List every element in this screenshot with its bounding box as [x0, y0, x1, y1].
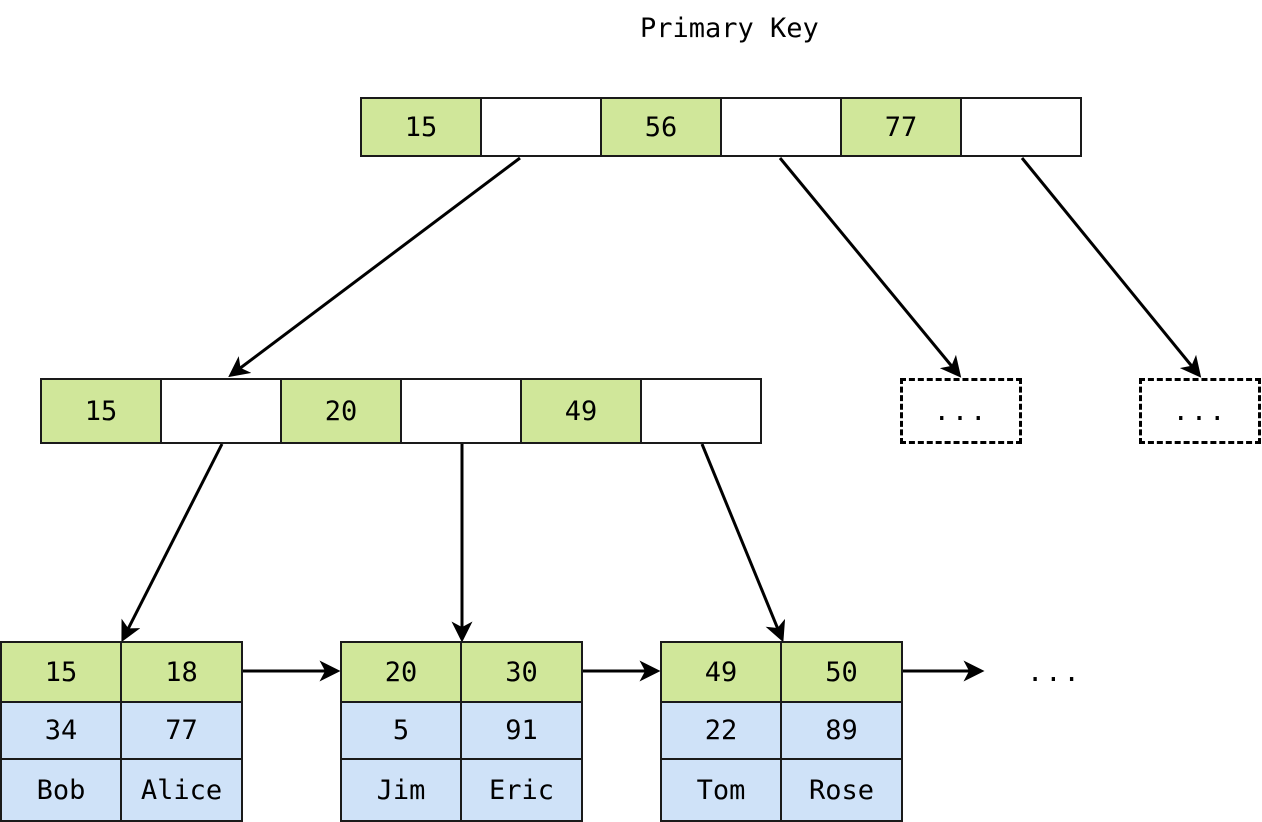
- leaf-1-value-1[interactable]: 77: [122, 703, 241, 758]
- internal-pointer-cell-0[interactable]: [162, 380, 282, 442]
- leaf-2-value-0[interactable]: 5: [342, 703, 462, 758]
- leaf-2-name-0[interactable]: Jim: [342, 760, 462, 820]
- root-internal-node: 15 56 77: [360, 97, 1082, 157]
- edge-internal-to-leaf-1: [121, 443, 224, 643]
- leaf-1-name-1[interactable]: Alice: [122, 760, 241, 820]
- collapsed-subtree-2[interactable]: ...: [1139, 378, 1261, 444]
- internal-key-cell-0[interactable]: 15: [42, 380, 162, 442]
- leaf-2-key-1[interactable]: 30: [462, 643, 581, 701]
- edge-root-to-collapsed-1: [778, 157, 962, 378]
- leaf-node-3: 49 50 22 89 Tom Rose: [660, 641, 903, 822]
- leaf-3-name-1[interactable]: Rose: [782, 760, 901, 820]
- leaf-1-name-row: Bob Alice: [2, 760, 241, 820]
- leaf-2-key-0[interactable]: 20: [342, 643, 462, 701]
- leaf-3-value-1[interactable]: 89: [782, 703, 901, 758]
- root-pointer-cell-0[interactable]: [482, 99, 602, 155]
- leaf-2-value-1[interactable]: 91: [462, 703, 581, 758]
- leaf-3-value-0[interactable]: 22: [662, 703, 782, 758]
- root-key-cell-0[interactable]: 15: [362, 99, 482, 155]
- leaf-3-name-0[interactable]: Tom: [662, 760, 782, 820]
- edge-internal-to-leaf-3: [700, 443, 786, 643]
- root-pointer-cell-2[interactable]: [962, 99, 1080, 155]
- leaf-1-value-row: 34 77: [2, 703, 241, 760]
- leaf-2-value-row: 5 91: [342, 703, 581, 760]
- root-key-cell-2[interactable]: 77: [842, 99, 962, 155]
- leaf-chain-tail-ellipsis: ...: [1027, 657, 1082, 688]
- collapsed-subtree-1[interactable]: ...: [900, 378, 1022, 444]
- collapsed-subtree-1-label: ...: [933, 395, 989, 427]
- edge-root-to-internal: [228, 156, 521, 378]
- internal-pointer-cell-1[interactable]: [402, 380, 522, 442]
- internal-key-cell-1[interactable]: 20: [282, 380, 402, 442]
- leaf-3-name-row: Tom Rose: [662, 760, 901, 820]
- level2-internal-node: 15 20 49: [40, 378, 762, 444]
- edge-root-to-collapsed-2: [1020, 157, 1202, 378]
- root-pointer-cell-1[interactable]: [722, 99, 842, 155]
- leaf-1-value-0[interactable]: 34: [2, 703, 122, 758]
- collapsed-subtree-2-label: ...: [1172, 395, 1228, 427]
- leaf-1-key-0[interactable]: 15: [2, 643, 122, 701]
- leaf-3-key-row: 49 50: [662, 643, 901, 703]
- internal-key-cell-2[interactable]: 49: [522, 380, 642, 442]
- leaf-3-key-1[interactable]: 50: [782, 643, 901, 701]
- leaf-2-name-1[interactable]: Eric: [462, 760, 581, 820]
- leaf-1-name-0[interactable]: Bob: [2, 760, 122, 820]
- leaf-2-key-row: 20 30: [342, 643, 581, 703]
- leaf-node-2: 20 30 5 91 Jim Eric: [340, 641, 583, 822]
- root-key-cell-1[interactable]: 56: [602, 99, 722, 155]
- leaf-3-key-0[interactable]: 49: [662, 643, 782, 701]
- leaf-2-name-row: Jim Eric: [342, 760, 581, 820]
- leaf-1-key-1[interactable]: 18: [122, 643, 241, 701]
- leaf-node-1: 15 18 34 77 Bob Alice: [0, 641, 243, 822]
- leaf-3-value-row: 22 89: [662, 703, 901, 760]
- internal-pointer-cell-2[interactable]: [642, 380, 760, 442]
- diagram-title: Primary Key: [640, 13, 819, 44]
- leaf-1-key-row: 15 18: [2, 643, 241, 703]
